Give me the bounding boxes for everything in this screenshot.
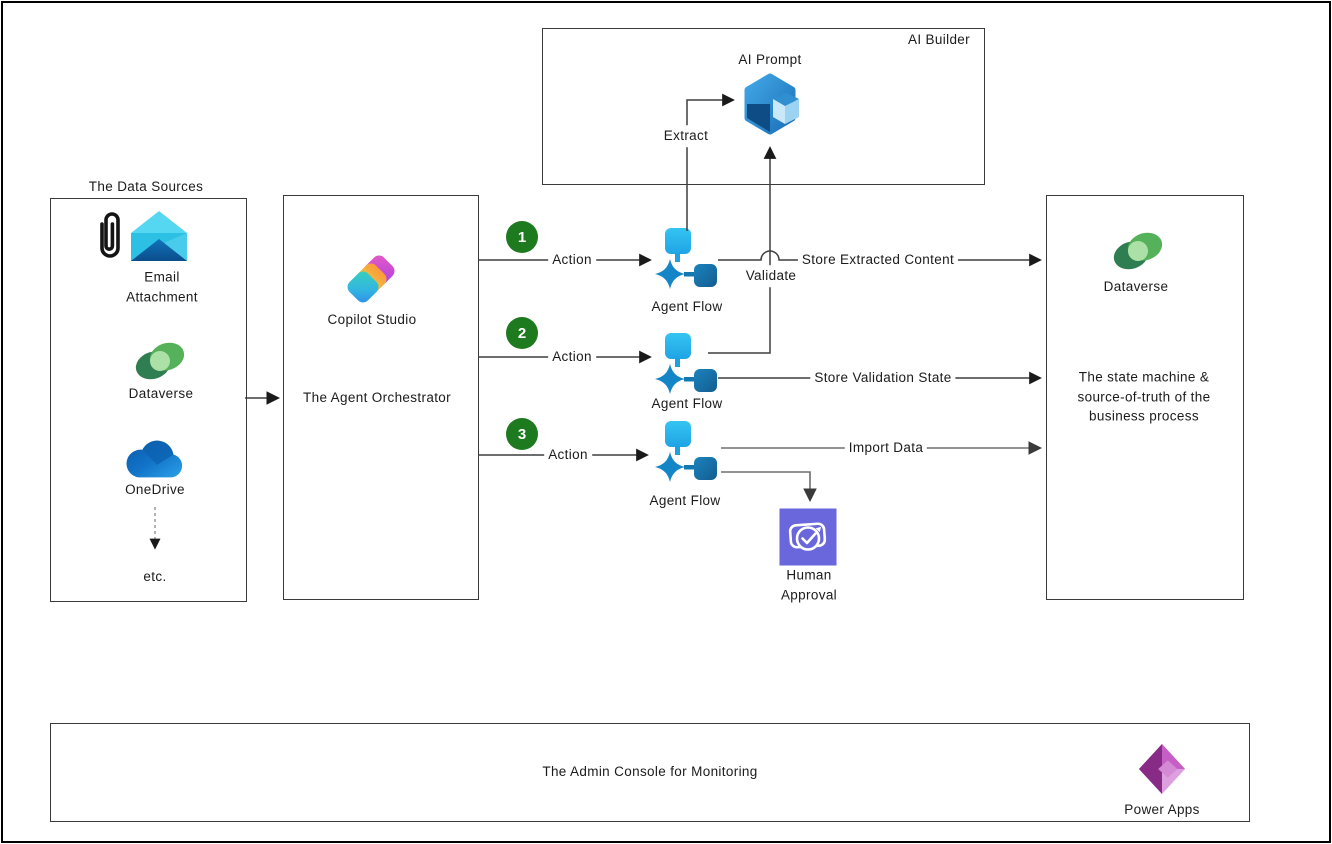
action-label-3: Action [544,444,592,466]
validate-label: Validate [741,265,801,287]
step-badge-1: 1 [506,221,538,253]
dataverse-source-label: Dataverse [128,386,194,402]
step-badge-2: 2 [506,317,538,349]
ai-prompt-icon [739,73,801,135]
dataverse-role-label: The state machine & source-of-truth of t… [1077,369,1211,424]
copilot-studio-label: Copilot Studio [327,312,417,328]
agent-flow-icon-3 [653,421,717,483]
agent-flow-icon-1 [653,228,717,290]
approvals-icon [779,508,837,566]
paperclip-icon [92,210,126,262]
data-sources-title: The Data Sources [88,179,204,195]
ai-prompt-label: AI Prompt [738,52,802,68]
agent-flow-icon-2 [653,333,717,395]
dataverse-label: Dataverse [1103,279,1169,295]
onedrive-icon [124,438,186,480]
data-sources-box [50,198,247,602]
agent-flow-label-1: Agent Flow [651,299,723,315]
store-extracted-content-label: Store Extracted Content [797,249,959,271]
action-label-2: Action [548,346,596,368]
agent-flow-label-2: Agent Flow [651,396,723,412]
extract-label: Extract [659,125,713,147]
email-icon [130,211,188,263]
dataverse-icon [131,336,189,386]
power-apps-icon [1138,742,1186,796]
admin-console-box [50,723,1250,822]
admin-console-title: The Admin Console for Monitoring [542,764,758,780]
copilot-studio-icon [345,253,397,305]
onedrive-label: OneDrive [125,482,185,498]
email-attachment-label: Email Attachment [126,269,198,304]
dataverse-box [1046,195,1244,600]
dataverse-icon-right [1109,226,1167,276]
agent-orchestrator-label: The Agent Orchestrator [302,390,452,406]
etc-label: etc. [143,569,167,585]
agent-flow-label-3: Agent Flow [649,493,721,509]
store-validation-state-label: Store Validation State [810,367,956,389]
power-apps-label: Power Apps [1124,802,1200,818]
step-badge-3: 3 [506,418,538,450]
import-data-label: Import Data [844,437,928,459]
action-label-1: Action [548,249,596,271]
human-approval-label: Human Approval [780,567,838,602]
ai-builder-title: AI Builder [907,32,971,48]
